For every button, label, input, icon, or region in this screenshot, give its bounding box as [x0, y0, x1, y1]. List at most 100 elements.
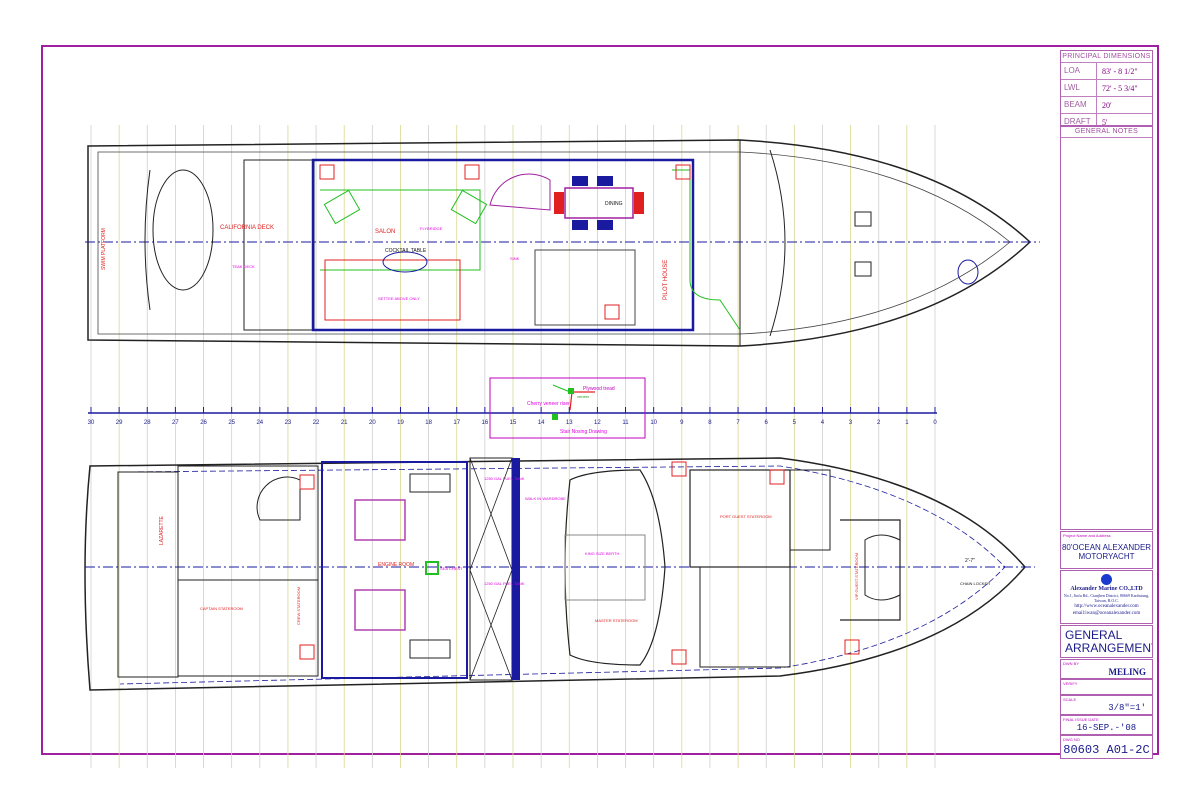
lower-deck-plan: LAZARETTE ENGINE ROOM SEA CHEST CAPTAIN … [84, 457, 1035, 691]
escape-hatches [299, 461, 860, 665]
label-swim-platform: SWIM PLATFORM [101, 228, 107, 270]
label-master-stateroom: MASTER STATEROOM [595, 618, 638, 623]
project-label: Project Name and Address [1063, 533, 1111, 538]
label-fuel-tank-1: 1250 GAL FUEL TANK [484, 476, 525, 481]
dwg-no-label: DWG NO [1063, 737, 1080, 742]
dining-chair [554, 192, 564, 214]
station-label: 27 [172, 420, 179, 426]
king-berth [564, 534, 646, 601]
sheet-border [41, 45, 1159, 755]
station-label: 19 [397, 420, 404, 426]
label-sink: SINK [510, 256, 520, 261]
detail-frame [489, 377, 646, 439]
foredeck-hatch [854, 261, 872, 277]
crew-stair [256, 476, 301, 521]
crew-quarters [177, 465, 319, 677]
station-label: 8 [708, 420, 712, 426]
label-california-deck: CALIFORNIA DECK [220, 225, 274, 231]
detail-marker [552, 414, 558, 420]
issue-date: 16-SEP.-'08 [1076, 723, 1137, 733]
station-label: 12 [594, 420, 601, 426]
station-label: 25 [228, 420, 235, 426]
deck-hatches [319, 164, 691, 320]
foredeck-line [739, 140, 786, 346]
station-label: 0 [933, 420, 937, 426]
label-plywood-tread: Plywood tread [583, 386, 615, 392]
company-email[interactable]: email:iwan@oceanalexander.com [1072, 611, 1141, 616]
salon-cabinetry [320, 189, 481, 271]
fuel-tank-cross [469, 457, 513, 681]
label-captain-stateroom: CAPTAIN STATEROOM [200, 606, 243, 611]
station-label: 9 [680, 420, 684, 426]
label-dining: DINING [605, 201, 623, 207]
drawing-number: 80603 A01-2C [1063, 743, 1150, 757]
dining-chair [597, 220, 613, 230]
station-label: 7 [736, 420, 740, 426]
generator [409, 473, 451, 493]
lower-hull-outline [84, 457, 1026, 691]
station-label: 24 [256, 420, 263, 426]
company-logo-icon [1101, 574, 1112, 585]
verify-box: VERIFY [1060, 679, 1153, 695]
salon-sofa [324, 259, 461, 321]
dining-table [564, 187, 634, 219]
drawn-by-box: DWN BY MELING [1060, 659, 1153, 679]
general-notes: GENERAL NOTES [1060, 126, 1153, 530]
dining-chair [634, 192, 644, 214]
engine-starboard [354, 589, 406, 631]
fuel-tank-room [469, 457, 513, 681]
dim-label: LOA [1061, 63, 1097, 79]
vip-berth [864, 534, 901, 601]
scale-value: 3/8"=1' [1108, 703, 1146, 713]
label-walk-in-wardrobe: WALK IN WARDROBE [525, 496, 566, 501]
station-label: 3 [849, 420, 853, 426]
pilot-house-console [672, 169, 741, 331]
galley [534, 249, 636, 326]
salon-chair [450, 189, 488, 225]
label-salon: SALON [375, 229, 395, 235]
project-name: 80'OCEAN ALEXANDER MOTORYACHT [1061, 543, 1152, 561]
dim-value: 5' [1102, 117, 1108, 126]
station-label: 22 [313, 420, 320, 426]
stair-nosing-detail: Plywood tread veneer Cherry veneer riser… [489, 377, 646, 439]
drawn-by: MELING [1108, 667, 1146, 677]
upper-deck-inner-line [97, 151, 1011, 335]
vip-stateroom-outline [840, 519, 901, 621]
label-port-guest-stateroom: PORT GUEST STATEROOM [720, 514, 772, 519]
label-king-berth: KING SIZE BERTH [585, 551, 619, 556]
dim-value: 20' [1102, 100, 1112, 110]
cocktail-table [382, 251, 428, 273]
company-name: Alexander Marine CO.,LTD [1070, 586, 1143, 592]
label-cherry-riser: Cherry veneer riser [527, 401, 570, 407]
verify-label: VERIFY [1063, 681, 1078, 686]
drawing-number-box: DWG NO 80603 A01-2C [1060, 735, 1153, 759]
station-label: 20 [369, 420, 376, 426]
watertight-bulkhead [512, 458, 520, 680]
station-label: 21 [341, 420, 348, 426]
sea-chest [425, 561, 439, 575]
label-stair-nosing: Stair Nosing Drawing [560, 429, 607, 435]
foredeck-hatch [854, 211, 872, 227]
dim-label: DRAFT [1061, 114, 1097, 125]
label-pilot-house: PILOT HOUSE [663, 260, 669, 300]
engine-port [354, 499, 406, 541]
drawing-title: GENERAL ARRANGEMENT [1065, 628, 1153, 655]
station-label: 15 [510, 420, 517, 426]
station-label: 2 [877, 420, 881, 426]
company-box: Alexander Marine CO.,LTD No.1, Jinfu Rd.… [1060, 570, 1153, 624]
aft-settee [144, 169, 151, 311]
detail-marker [568, 388, 574, 394]
generator [409, 639, 451, 659]
company-website[interactable]: http://www.oceanalexander.com [1074, 604, 1139, 609]
label-lazarette: LAZARETTE [159, 515, 165, 545]
station-label: 14 [538, 420, 545, 426]
label-teak-deck: TEAK DECK [232, 264, 255, 269]
station-label: 23 [285, 420, 292, 426]
station-label: 18 [425, 420, 432, 426]
salon-bulkhead [311, 158, 695, 332]
